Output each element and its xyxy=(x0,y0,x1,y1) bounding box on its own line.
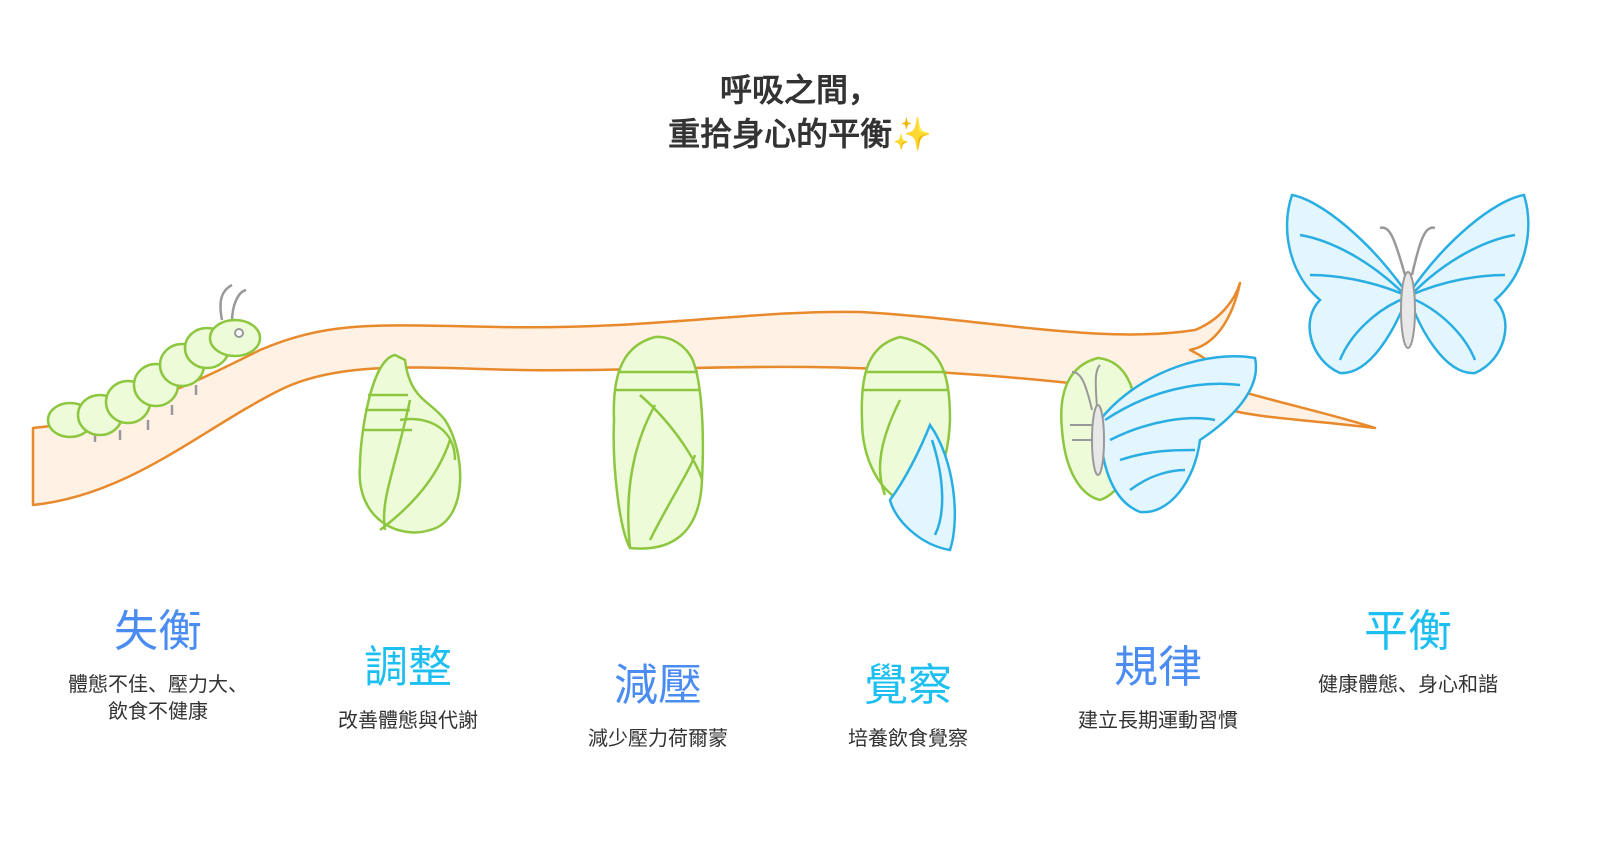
stage-routine: 規律 建立長期運動習慣 xyxy=(1038,643,1278,734)
curled-pupa-icon xyxy=(358,353,462,534)
page-title: 呼吸之間， 重拾身心的平衡✨ xyxy=(0,68,1600,156)
title-line-1: 呼吸之間， xyxy=(719,71,880,109)
stage-adjust: 調整 改善體態與代謝 xyxy=(288,643,528,734)
stage-description: 改善體態與代謝 xyxy=(338,708,478,732)
stage-heading: 失衡 xyxy=(114,606,202,657)
stage-heading: 平衡 xyxy=(1364,606,1452,657)
chrysalis-icon xyxy=(612,335,705,550)
caterpillar-icon xyxy=(46,283,262,442)
stage-description: 體態不佳、壓力大、 飲食不健康 xyxy=(68,672,248,723)
stage-heading: 減壓 xyxy=(614,660,702,711)
stage-heading: 規律 xyxy=(1114,642,1202,693)
stage-destress: 減壓 減少壓力荷爾蒙 xyxy=(538,661,778,752)
stage-description: 健康體態、身心和諧 xyxy=(1318,672,1498,696)
title-line-2: 重拾身心的平衡✨ xyxy=(668,115,932,153)
stage-description: 培養飲食覺察 xyxy=(848,726,968,750)
stage-heading: 覺察 xyxy=(864,660,952,711)
opening-chrysalis-icon xyxy=(860,335,957,552)
stage-description: 減少壓力荷爾蒙 xyxy=(588,726,728,750)
stage-description: 建立長期運動習慣 xyxy=(1078,708,1238,732)
metamorphosis-illustration xyxy=(31,193,1530,552)
stage-heading: 調整 xyxy=(364,642,452,693)
butterfly-icon xyxy=(1285,193,1530,375)
stage-awareness: 覺察 培養飲食覺察 xyxy=(788,661,1028,752)
stage-balance: 平衡 健康體態、身心和諧 xyxy=(1288,607,1528,698)
stage-imbalance: 失衡 體態不佳、壓力大、 飲食不健康 xyxy=(38,607,278,725)
emerging-butterfly-icon xyxy=(1060,355,1258,514)
